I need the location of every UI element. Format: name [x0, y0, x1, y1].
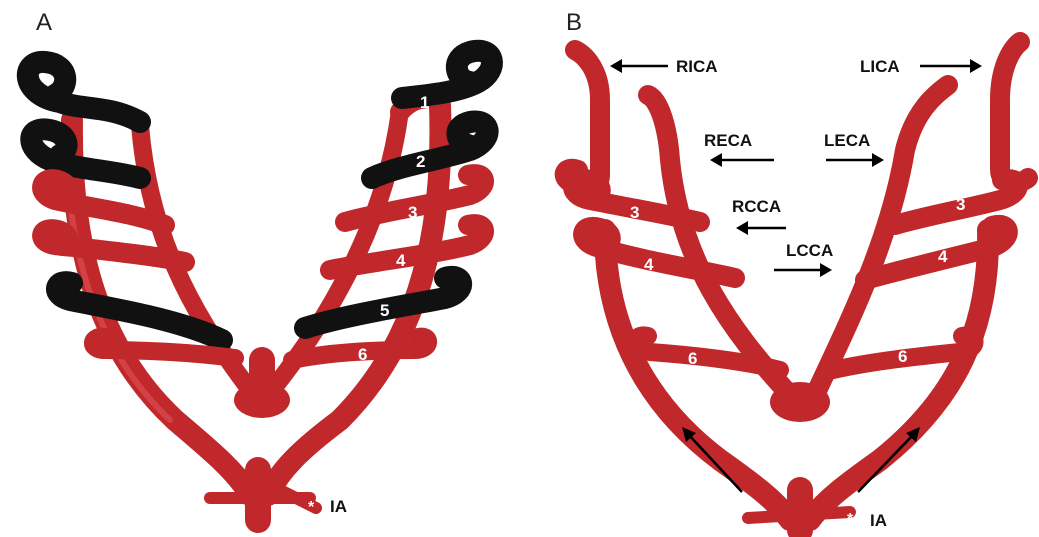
ia-marker-a: * — [308, 499, 315, 516]
ia-label-b: IA — [870, 511, 887, 530]
rica-label: RICA — [676, 57, 718, 76]
panel-b-label: B — [566, 9, 582, 36]
arch-number-2: 2 — [416, 152, 425, 171]
ia-label-a: IA — [330, 497, 347, 516]
rica-annotation: RICA — [610, 57, 718, 76]
b-left-number-6: 6 — [688, 349, 697, 368]
right-arch-1 — [400, 51, 492, 112]
lcca-label: LCCA — [786, 241, 833, 260]
reca-label: RECA — [704, 131, 752, 150]
leca-label: LECA — [824, 131, 870, 150]
panel-b: B — [565, 9, 1028, 530]
lcca-annotation: LCCA — [774, 241, 833, 277]
b-left-number-4: 4 — [644, 255, 654, 274]
b-left-number-3: 3 — [630, 203, 639, 222]
arch-number-3: 3 — [408, 203, 417, 222]
panel-a-label: A — [36, 9, 52, 36]
ia-marker-b: * — [847, 511, 854, 528]
arch-number-4: 4 — [396, 251, 406, 270]
leca-annotation: LECA — [824, 131, 884, 167]
arch-number-5: 5 — [380, 301, 389, 320]
arch-number-6: 6 — [358, 345, 367, 364]
lica-annotation: LICA — [860, 57, 982, 76]
b-right-number-6: 6 — [898, 347, 907, 366]
lica-vessel — [1000, 42, 1028, 183]
b-right-number-3: 3 — [956, 195, 965, 214]
arch-number-1: 1 — [420, 93, 429, 112]
rcca-label: RCCA — [732, 197, 781, 216]
left-arch-1 — [28, 62, 140, 122]
reca-annotation: RECA — [704, 131, 774, 167]
aortic-sac-b — [770, 382, 830, 422]
lica-label: LICA — [860, 57, 900, 76]
rica-vessel — [565, 50, 600, 187]
rcca-annotation: RCCA — [732, 197, 786, 235]
panel-a: A — [28, 9, 492, 520]
b-right-number-4: 4 — [938, 247, 948, 266]
